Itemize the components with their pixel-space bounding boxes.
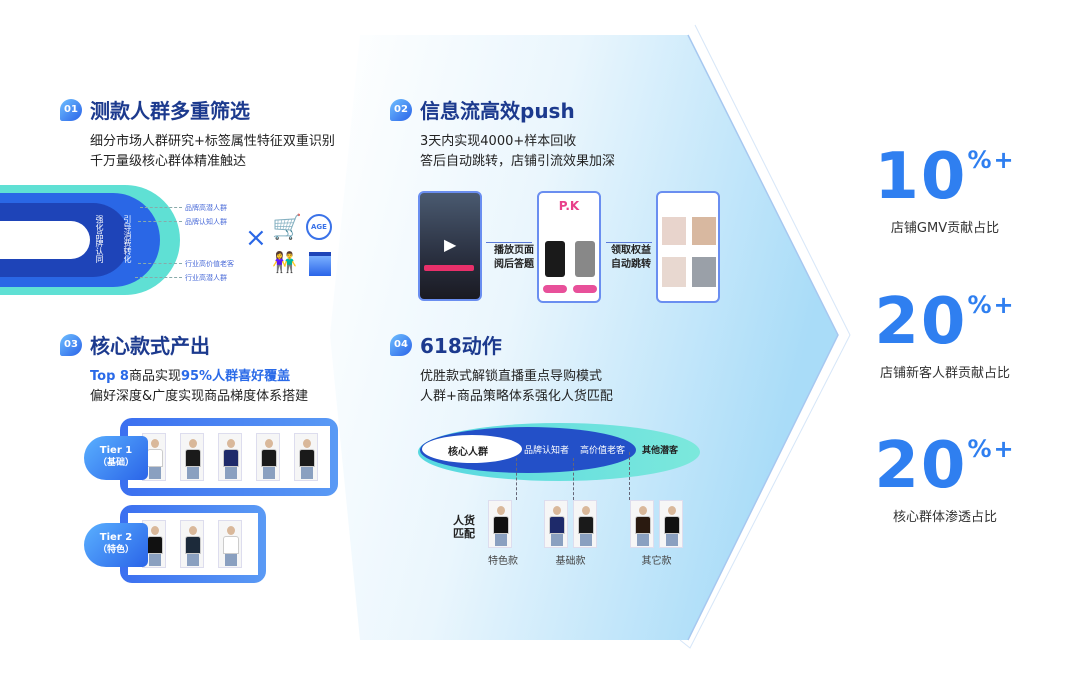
product-photo [544,500,568,548]
age-icon: AGE [306,214,332,240]
match-label: 人货匹配 [453,514,475,540]
phone-video-screen: ▶ [418,191,482,301]
section-crowd-screening: 01 测款人群多重筛选 细分市场人群研究+标签属性特征双重识别千万量级核心群体精准… [60,95,335,172]
segment-label: 高价值老客 [580,446,626,456]
segment-label: 核心人群 [448,447,488,458]
product-group: 基础款 [544,500,597,567]
badge-icon: 04 [390,333,412,356]
section-title: 信息流高效push [420,99,575,123]
crowd-ring-diagram: 强化品牌认同 引导消费转化 品牌高潜人群 品牌认知人群 行业高价值老客 行业高潜… [0,185,360,295]
times-icon: × [245,223,267,253]
cart-icon: 🛒 [272,213,302,241]
people-icon: 👫 [272,250,297,274]
section-title: 618动作 [420,334,502,358]
product-photo [630,500,654,548]
segment-label: 其他潜客 [642,446,679,456]
arrow-connector [606,242,652,243]
group-label: 其它款 [641,556,672,567]
step-label: 领取权益自动跳转 [611,245,651,270]
section-title: 测款人群多重筛选 [90,99,250,123]
product-group: 特色款 [488,500,518,567]
desc-line: 3天内实现4000+样本回收 [420,134,577,149]
metric-new-customers: 20%+ 店铺新客人群贡献占比 [874,285,1016,381]
badge-icon: 02 [390,98,412,121]
pk-title: P.K [558,199,580,213]
badge-icon: 01 [60,98,82,121]
segment-label: 品牌认知者 [524,446,570,456]
product-photo [294,433,318,481]
metric-core-penetration: 20%+ 核心群体渗透占比 [874,429,1016,525]
product-photo [488,500,512,548]
product-photo [180,520,204,568]
tier-1-panel [120,418,338,496]
crowd-label: 行业高潜人群 [185,274,227,282]
product-photo [180,433,204,481]
desc-line: 细分市场人群研究+标签属性特征双重识别 [90,134,335,149]
desc-line: Top 8商品实现95%人群喜好覆盖 [90,369,291,384]
desc-line: 偏好深度&广度实现商品梯度体系搭建 [90,389,309,404]
group-label: 特色款 [488,556,518,567]
product-photo [218,433,242,481]
desc-line: 千万量级核心群体精准触达 [90,154,247,169]
crowd-label: 品牌高潜人群 [185,204,227,212]
arrow-connector [486,242,532,243]
play-icon: ▶ [444,235,457,254]
section-title: 核心款式产出 [90,334,210,358]
product-group: 其它款 [630,500,683,567]
badge-icon: 03 [60,333,82,356]
desc-line: 答后自动跳转，店铺引流效果加深 [420,154,616,169]
crowd-label: 品牌认知人群 [185,218,227,226]
vote-button[interactable] [573,285,597,293]
metric-gmv: 10%+ 店铺GMV贡献占比 [874,140,1016,236]
section-core-styles: 03 核心款式产出 Top 8商品实现95%人群喜好覆盖偏好深度&广度实现商品梯度… [60,330,308,407]
product-photo [218,520,242,568]
crowd-label: 行业高价值老客 [185,260,234,268]
crowd-segment-ellipse: 核心人群 品牌认知者 高价值老客 其他潜客 [418,423,700,483]
ring-label: 引导消费转化 [123,215,132,263]
product-photo [573,500,597,548]
tier-1-label: Tier 1（基础） [84,436,148,480]
vote-button[interactable] [543,285,567,293]
step-label: 播放页面阅后答题 [494,245,534,270]
calendar-icon [309,252,331,276]
ring-label: 强化品牌认同 [95,215,104,263]
product-photo [256,433,280,481]
phone-store-screen [656,191,720,303]
desc-line: 优胜款式解锁直播重点导购模式 [420,369,603,384]
section-618-actions: 04 618动作 优胜款式解锁直播重点导购模式人群+商品策略体系强化人货匹配 [390,330,613,407]
phone-pk-screen: P.K [537,191,601,303]
group-label: 基础款 [555,556,586,567]
product-photo [659,500,683,548]
section-feed-push: 02 信息流高效push 3天内实现4000+样本回收答后自动跳转，店铺引流效果加… [390,95,615,172]
tier-2-label: Tier 2（特色） [84,523,148,567]
desc-line: 人群+商品策略体系强化人货匹配 [420,389,613,404]
